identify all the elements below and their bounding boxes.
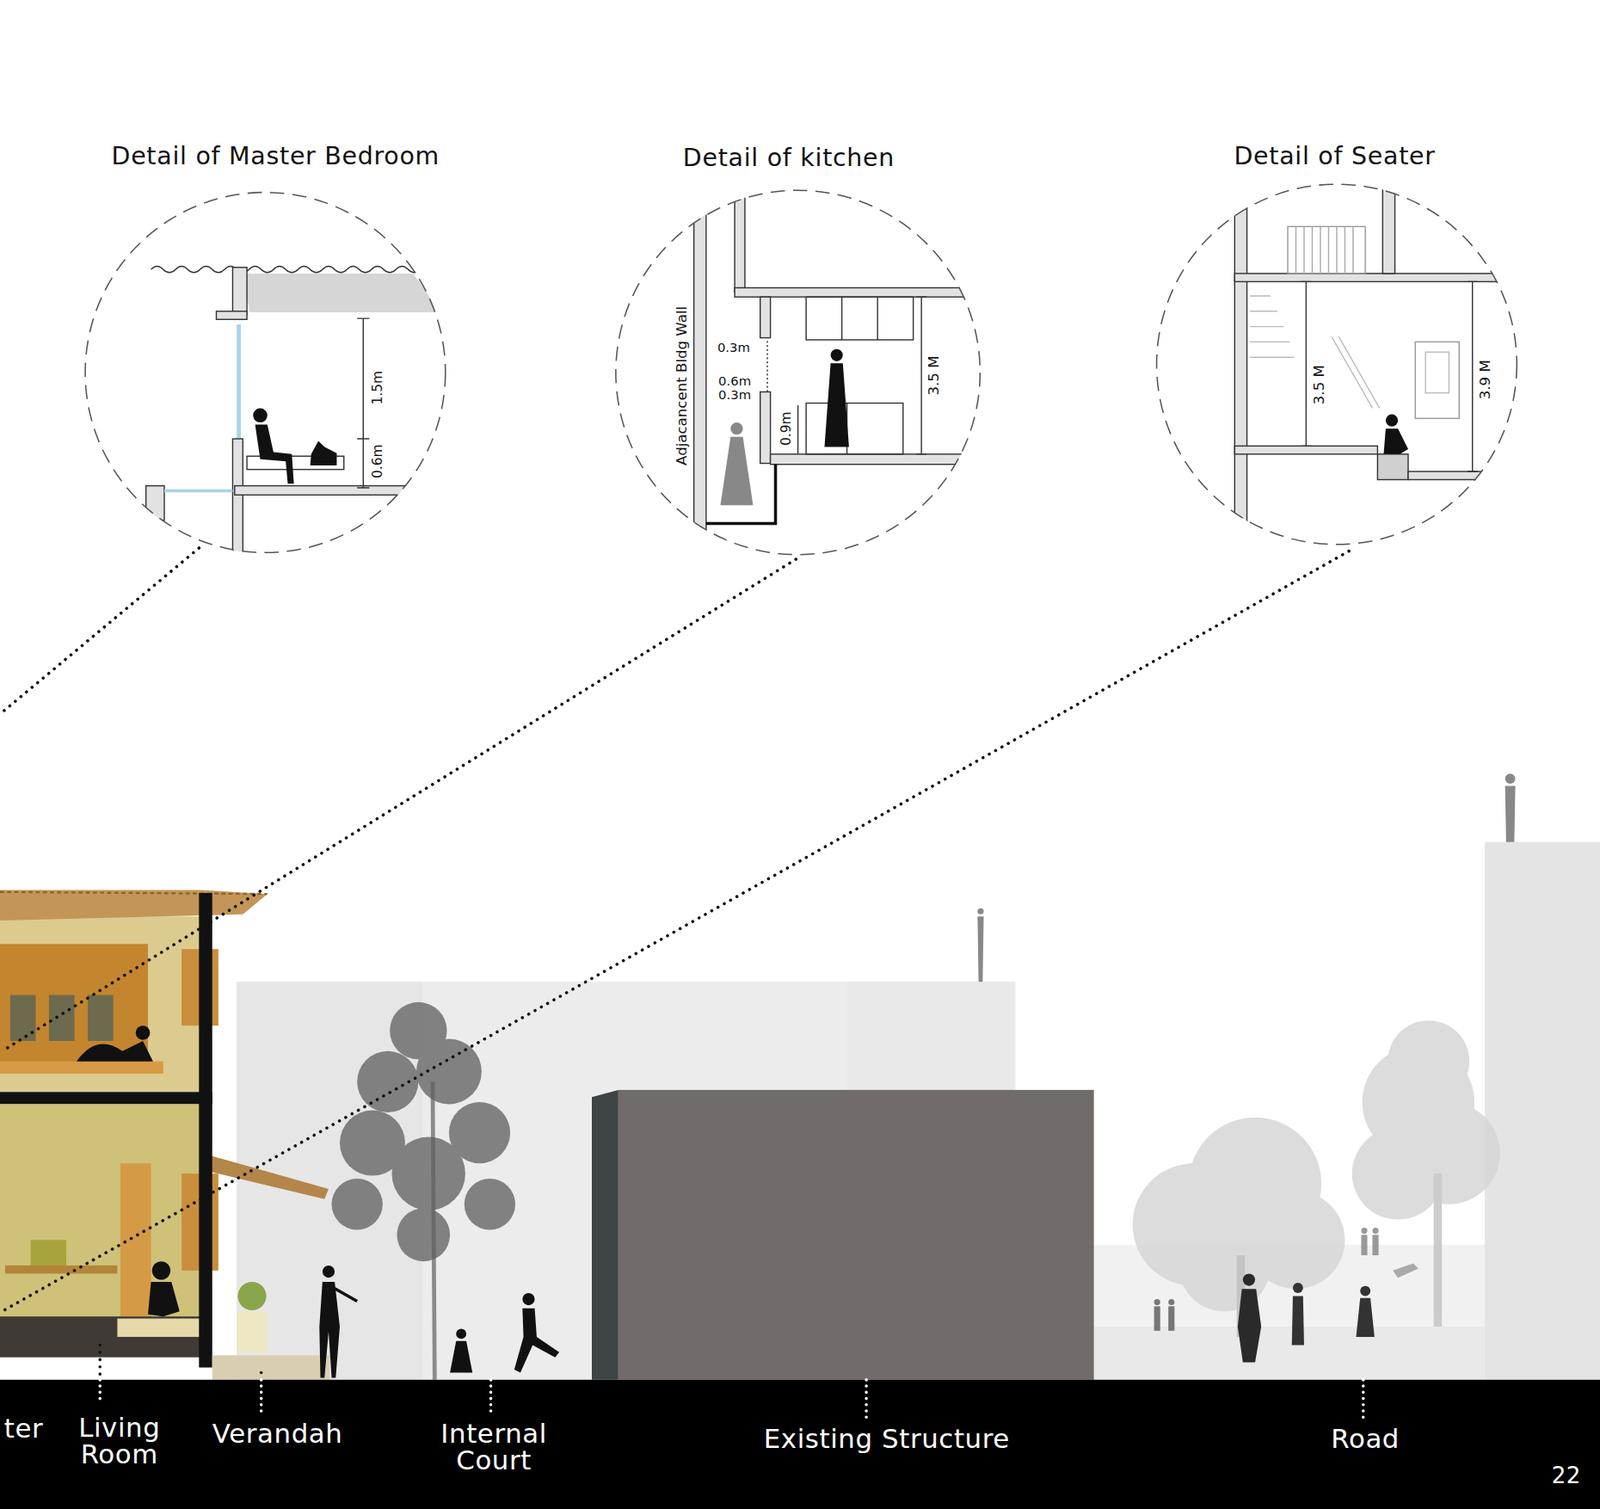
seater-detail — [1234, 184, 1505, 531]
leader-tick — [489, 1379, 493, 1417]
dimension-label: 0.9m — [779, 411, 793, 446]
detail-circle: Detail of kitchenAdjacancent Bldg Wall0.… — [614, 188, 982, 556]
existing-structure-block — [591, 1089, 1095, 1380]
dimension-label: 0.6m — [718, 375, 751, 388]
section-label: 22 — [1551, 1464, 1582, 1487]
court-tree — [332, 1002, 517, 1380]
label-band: ter Living Room Verandah Internal Court Exis… — [0, 1379, 1600, 1509]
leader-tick — [1361, 1379, 1366, 1421]
dimension-label: 3.9 M — [1477, 359, 1493, 400]
detail-circle: Detail of Master Bedroom1.5m0.6m — [83, 190, 447, 554]
circle-outline — [615, 190, 980, 554]
kitchen-detail — [694, 193, 970, 530]
people-silhouettes — [319, 773, 1515, 1378]
house-section — [0, 889, 330, 1379]
background-trees — [1132, 1020, 1501, 1337]
dimension-label: Adjacancent Bldg Wall — [674, 306, 690, 466]
dimension-label: 0.6m — [370, 443, 384, 479]
detail-heading: Detail of Master Bedroom — [111, 143, 441, 168]
dimension-label: 0.3m — [717, 341, 751, 355]
detail-heading: Detail of Seater — [1233, 143, 1435, 168]
background-buildings — [236, 842, 1600, 1380]
section-label: Living Room — [58, 1414, 181, 1468]
leader-tick — [259, 1379, 264, 1415]
dashed-circle-outline — [1155, 182, 1519, 546]
detail-heading: Detail of kitchen — [683, 146, 895, 171]
section-label: Existing Structure — [763, 1425, 1010, 1453]
leader-tick — [98, 1379, 102, 1403]
dimension-label: 0.3m — [718, 388, 751, 402]
section-label: ter — [4, 1415, 44, 1442]
section-label: Internal Court — [417, 1420, 571, 1474]
detail-circle: Detail of Seater3.5 M3.9 M — [1155, 182, 1519, 546]
dimension-label: 3.5 M — [926, 356, 942, 396]
section-label: Road — [1330, 1425, 1400, 1453]
circle-outline — [1156, 184, 1518, 545]
section-label: Verandah — [212, 1420, 344, 1447]
leader-tick — [864, 1379, 868, 1421]
bedroom-detail — [146, 266, 442, 560]
circle-outline — [85, 192, 446, 554]
dashed-circle-outline — [83, 190, 447, 554]
dimension-label: 3.5 M — [1310, 364, 1326, 405]
detail-leader-lines — [1, 547, 1349, 1378]
dimension-label: 1.5m — [370, 370, 384, 406]
